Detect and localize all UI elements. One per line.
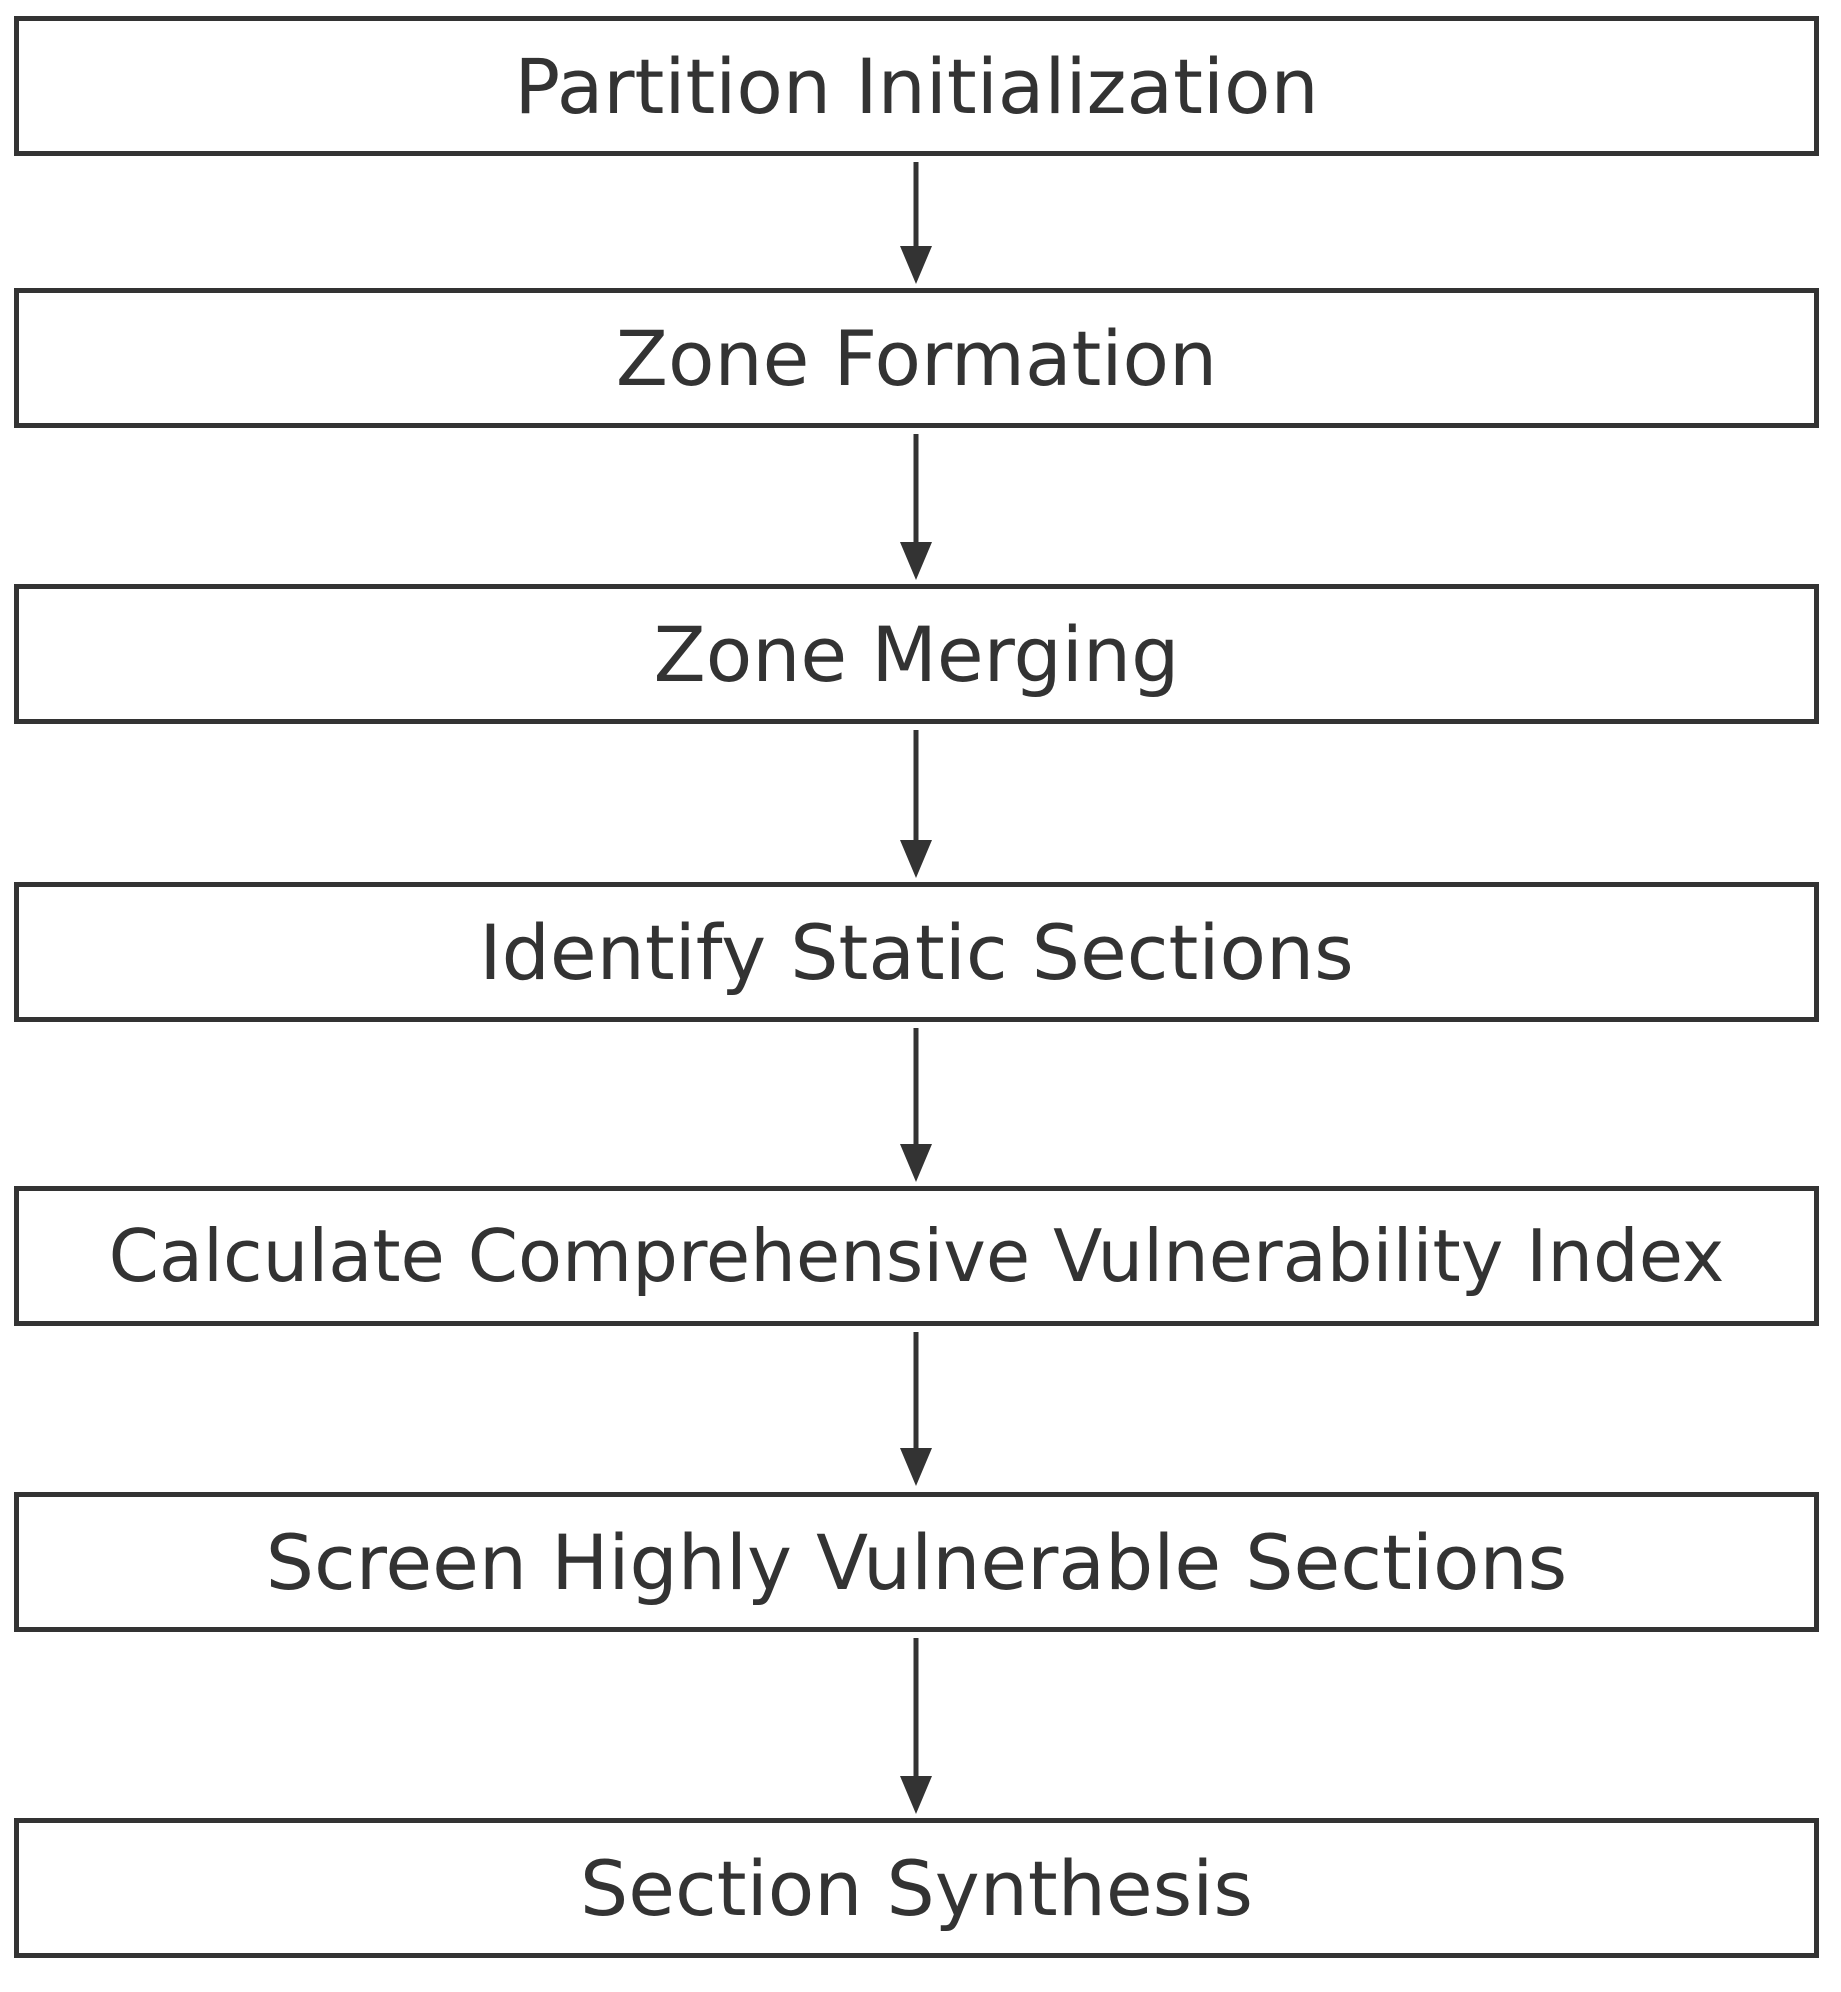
step-label: Section Synthesis (580, 1843, 1253, 1933)
step-label: Identify Static Sections (479, 907, 1354, 997)
step-label: Partition Initialization (514, 41, 1319, 131)
step-label: Screen Highly Vulnerable Sections (265, 1517, 1568, 1607)
arrow-4 (900, 1028, 932, 1182)
step-identify-static-sections: Identify Static Sections (14, 882, 1819, 1022)
step-zone-merging: Zone Merging (14, 584, 1819, 724)
step-label: Calculate Comprehensive Vulnerability In… (108, 1214, 1725, 1298)
arrow-1 (900, 162, 932, 284)
arrow-2 (900, 434, 932, 580)
step-label: Zone Merging (653, 609, 1180, 699)
step-calculate-vulnerability-index: Calculate Comprehensive Vulnerability In… (14, 1186, 1819, 1326)
step-screen-highly-vulnerable-sections: Screen Highly Vulnerable Sections (14, 1492, 1819, 1632)
step-partition-initialization: Partition Initialization (14, 16, 1819, 156)
arrow-6 (900, 1638, 932, 1814)
arrow-5 (900, 1332, 932, 1486)
arrow-3 (900, 730, 932, 878)
step-zone-formation: Zone Formation (14, 288, 1819, 428)
step-label: Zone Formation (615, 313, 1218, 403)
step-section-synthesis: Section Synthesis (14, 1818, 1819, 1958)
